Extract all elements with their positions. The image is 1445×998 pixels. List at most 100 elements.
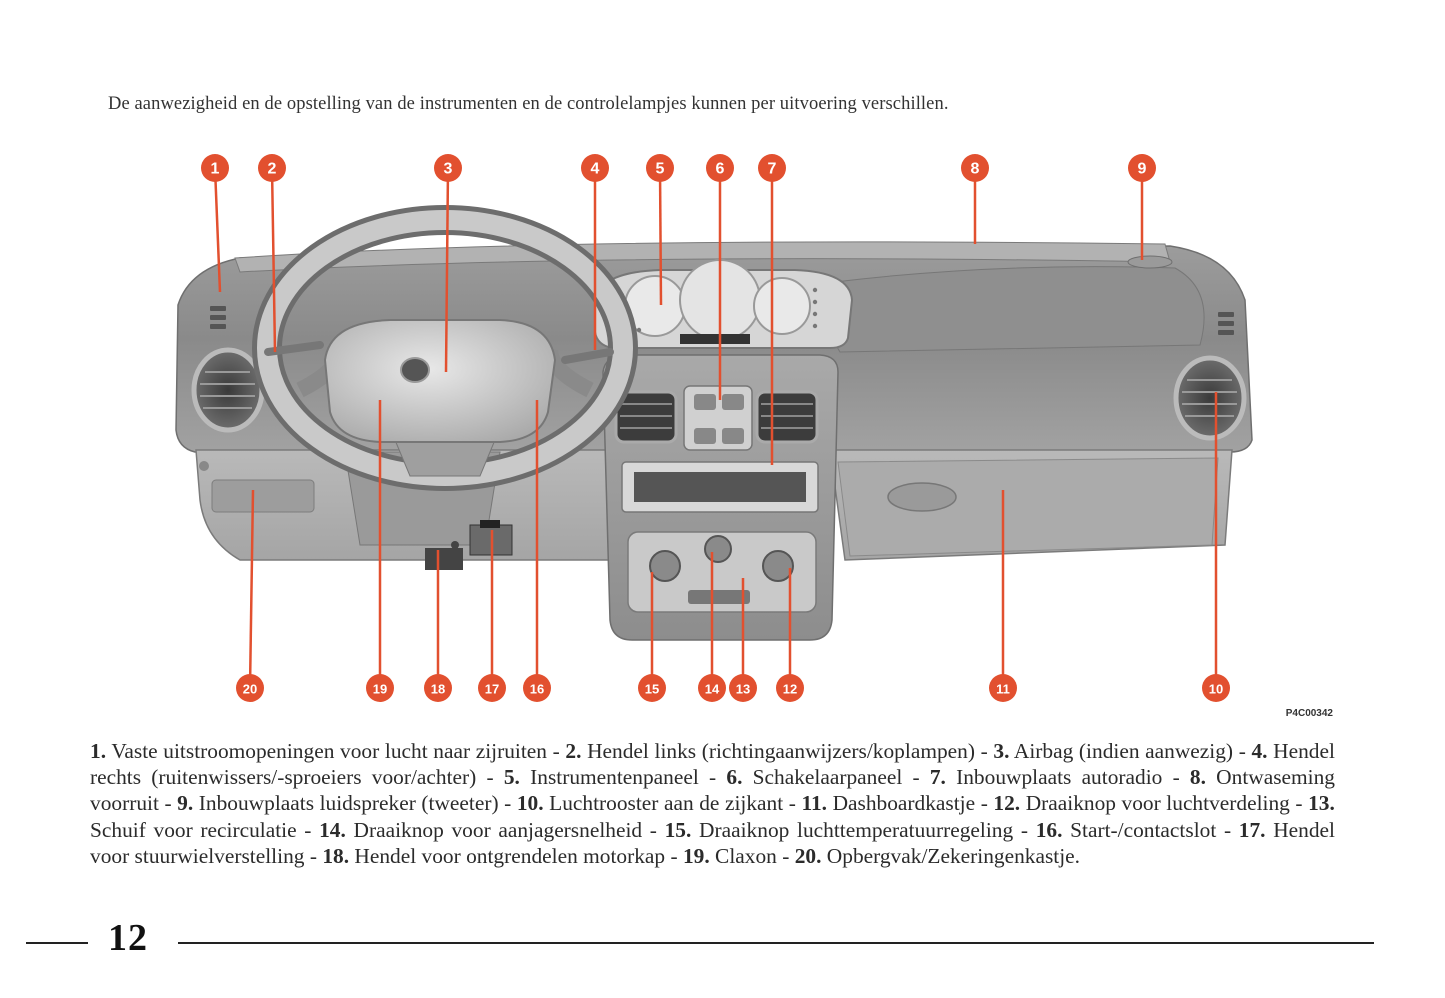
callout-badge-3 [434, 154, 462, 182]
callout-badge-18 [424, 674, 452, 702]
legend-text: Draaiknop voor luchtverdeling [1025, 791, 1290, 816]
callout-number-13: 13 [736, 682, 750, 697]
legend-separator: - [980, 739, 988, 763]
legend-text: Schakelaarpaneel [752, 765, 903, 790]
page-number: 12 [108, 917, 148, 959]
callout-number-8: 8 [971, 161, 980, 178]
intro-text: De aanwezigheid en de opstelling van de … [108, 94, 949, 114]
callout-badge-11 [989, 674, 1017, 702]
legend-separator: - [304, 817, 312, 842]
callout-number-18: 18 [431, 682, 445, 697]
footer-rule-left [26, 942, 88, 944]
legend-text: Draaiknop luchttemperatuurregeling [699, 817, 1014, 842]
callout-badge-20 [236, 674, 264, 702]
legend-separator: - [1238, 739, 1246, 763]
legend-text: Draaiknop voor aanjagersnelheid [353, 817, 643, 842]
legend-number: 8. [1189, 765, 1206, 790]
legend-text: Inbouwplaats luidspreker (tweeter) [198, 791, 499, 816]
legend-number: 15. [664, 817, 692, 842]
legend-separator: - [1295, 791, 1303, 816]
legend-text: Dashboardkastje [832, 791, 976, 816]
callout-line-2 [270, 167, 277, 353]
callout-number-14: 14 [705, 682, 720, 697]
callout-badge-12 [776, 674, 804, 702]
callout-badge-10 [1202, 674, 1230, 702]
callout-number-20: 20 [243, 682, 257, 697]
callout-number-11: 11 [996, 682, 1010, 697]
callout-badge-13 [729, 674, 757, 702]
callout-badge-9 [1128, 154, 1156, 182]
legend-separator: - [788, 791, 796, 816]
footer-rule-right [178, 942, 1374, 944]
legend-number: 12. [993, 791, 1021, 816]
legend-number: 20. [794, 843, 822, 868]
callout-number-4: 4 [591, 161, 600, 178]
legend-number: 5. [503, 765, 520, 790]
callout-badge-4 [581, 154, 609, 182]
callout-badge-6 [706, 154, 734, 182]
callout-badge-15 [638, 674, 666, 702]
legend-separator: - [552, 739, 560, 763]
legend-separator: - [1172, 765, 1180, 790]
callout-number-3: 3 [444, 161, 453, 178]
legend-text: Hendel voor stuurwielverstelling [90, 817, 1335, 868]
callout-badge-8 [961, 154, 989, 182]
callout-line-3 [444, 167, 450, 373]
callout-badge-2 [258, 154, 286, 182]
legend-number: 13. [1308, 791, 1335, 816]
legend-number: 10. [516, 791, 544, 816]
legend-text: Opbergvak/Zekeringenkastje. [826, 843, 1081, 868]
legend-text: Instrumentenpaneel [530, 765, 699, 790]
legend-text: Hendel links (richtingaanwijzers/koplamp… [587, 739, 975, 763]
legend-text: Schuif voor recirculatie [90, 817, 297, 842]
legend-number: 3. [993, 739, 1010, 763]
legend-text: Airbag (indien aanwezig) [1013, 739, 1234, 763]
callout-badge-1 [201, 154, 229, 182]
legend-number: 19. [682, 843, 710, 868]
legend-separator: - [504, 791, 512, 816]
callout-number-9: 9 [1138, 161, 1147, 178]
legend-separator: - [912, 765, 920, 790]
legend-number: 6. [726, 765, 743, 790]
callout-line-1 [213, 167, 222, 293]
legend-number: 7. [929, 765, 946, 790]
callout-badge-5 [646, 154, 674, 182]
callout-number-12: 12 [783, 682, 797, 697]
callout-badge-16 [523, 674, 551, 702]
callout-number-19: 19 [373, 682, 387, 697]
legend-number: 1. [90, 739, 107, 763]
legend-number: 14. [319, 817, 346, 842]
callout-badge-19 [366, 674, 394, 702]
callout-number-17: 17 [485, 682, 499, 697]
legend-separator: - [980, 791, 988, 816]
legend-separator: - [1223, 817, 1232, 842]
legend-number: 2. [565, 739, 582, 763]
legend-text: Claxon [715, 843, 777, 868]
legend-separator: - [709, 765, 717, 790]
legend-text: Ontwaseming voorruit [90, 765, 1335, 816]
figure-ref-code: P4C00342 [1285, 708, 1333, 719]
legend-number: 9. [177, 791, 194, 816]
legend-number: 11. [801, 791, 827, 816]
legend-separator: - [782, 843, 790, 868]
legend-separator: - [649, 817, 657, 842]
callout-number-10: 10 [1209, 682, 1223, 697]
callout-line-5 [658, 167, 663, 306]
callout-badge-14 [698, 674, 726, 702]
legend-text: Luchtrooster aan de zijkant [549, 791, 784, 816]
callout-number-6: 6 [716, 161, 725, 178]
callout-number-5: 5 [656, 161, 665, 178]
legend-text: Inbouwplaats autoradio [956, 765, 1163, 790]
legend-text: Vaste uitstroomopeningen voor lucht naar… [111, 739, 547, 763]
legend-separator: - [486, 765, 494, 790]
legend-number: 4. [1251, 739, 1268, 763]
legend-text: Hendel rechts (ruitenwissers/-sproeiers … [90, 739, 1335, 790]
callout-number-7: 7 [768, 161, 777, 178]
legend-number: 17. [1238, 817, 1266, 842]
legend-text: Hendel voor ontgrendelen motorkap [354, 843, 666, 868]
callout-number-2: 2 [268, 161, 277, 178]
callout-badge-7 [758, 154, 786, 182]
legend-text: Start-/contactslot [1070, 817, 1217, 842]
